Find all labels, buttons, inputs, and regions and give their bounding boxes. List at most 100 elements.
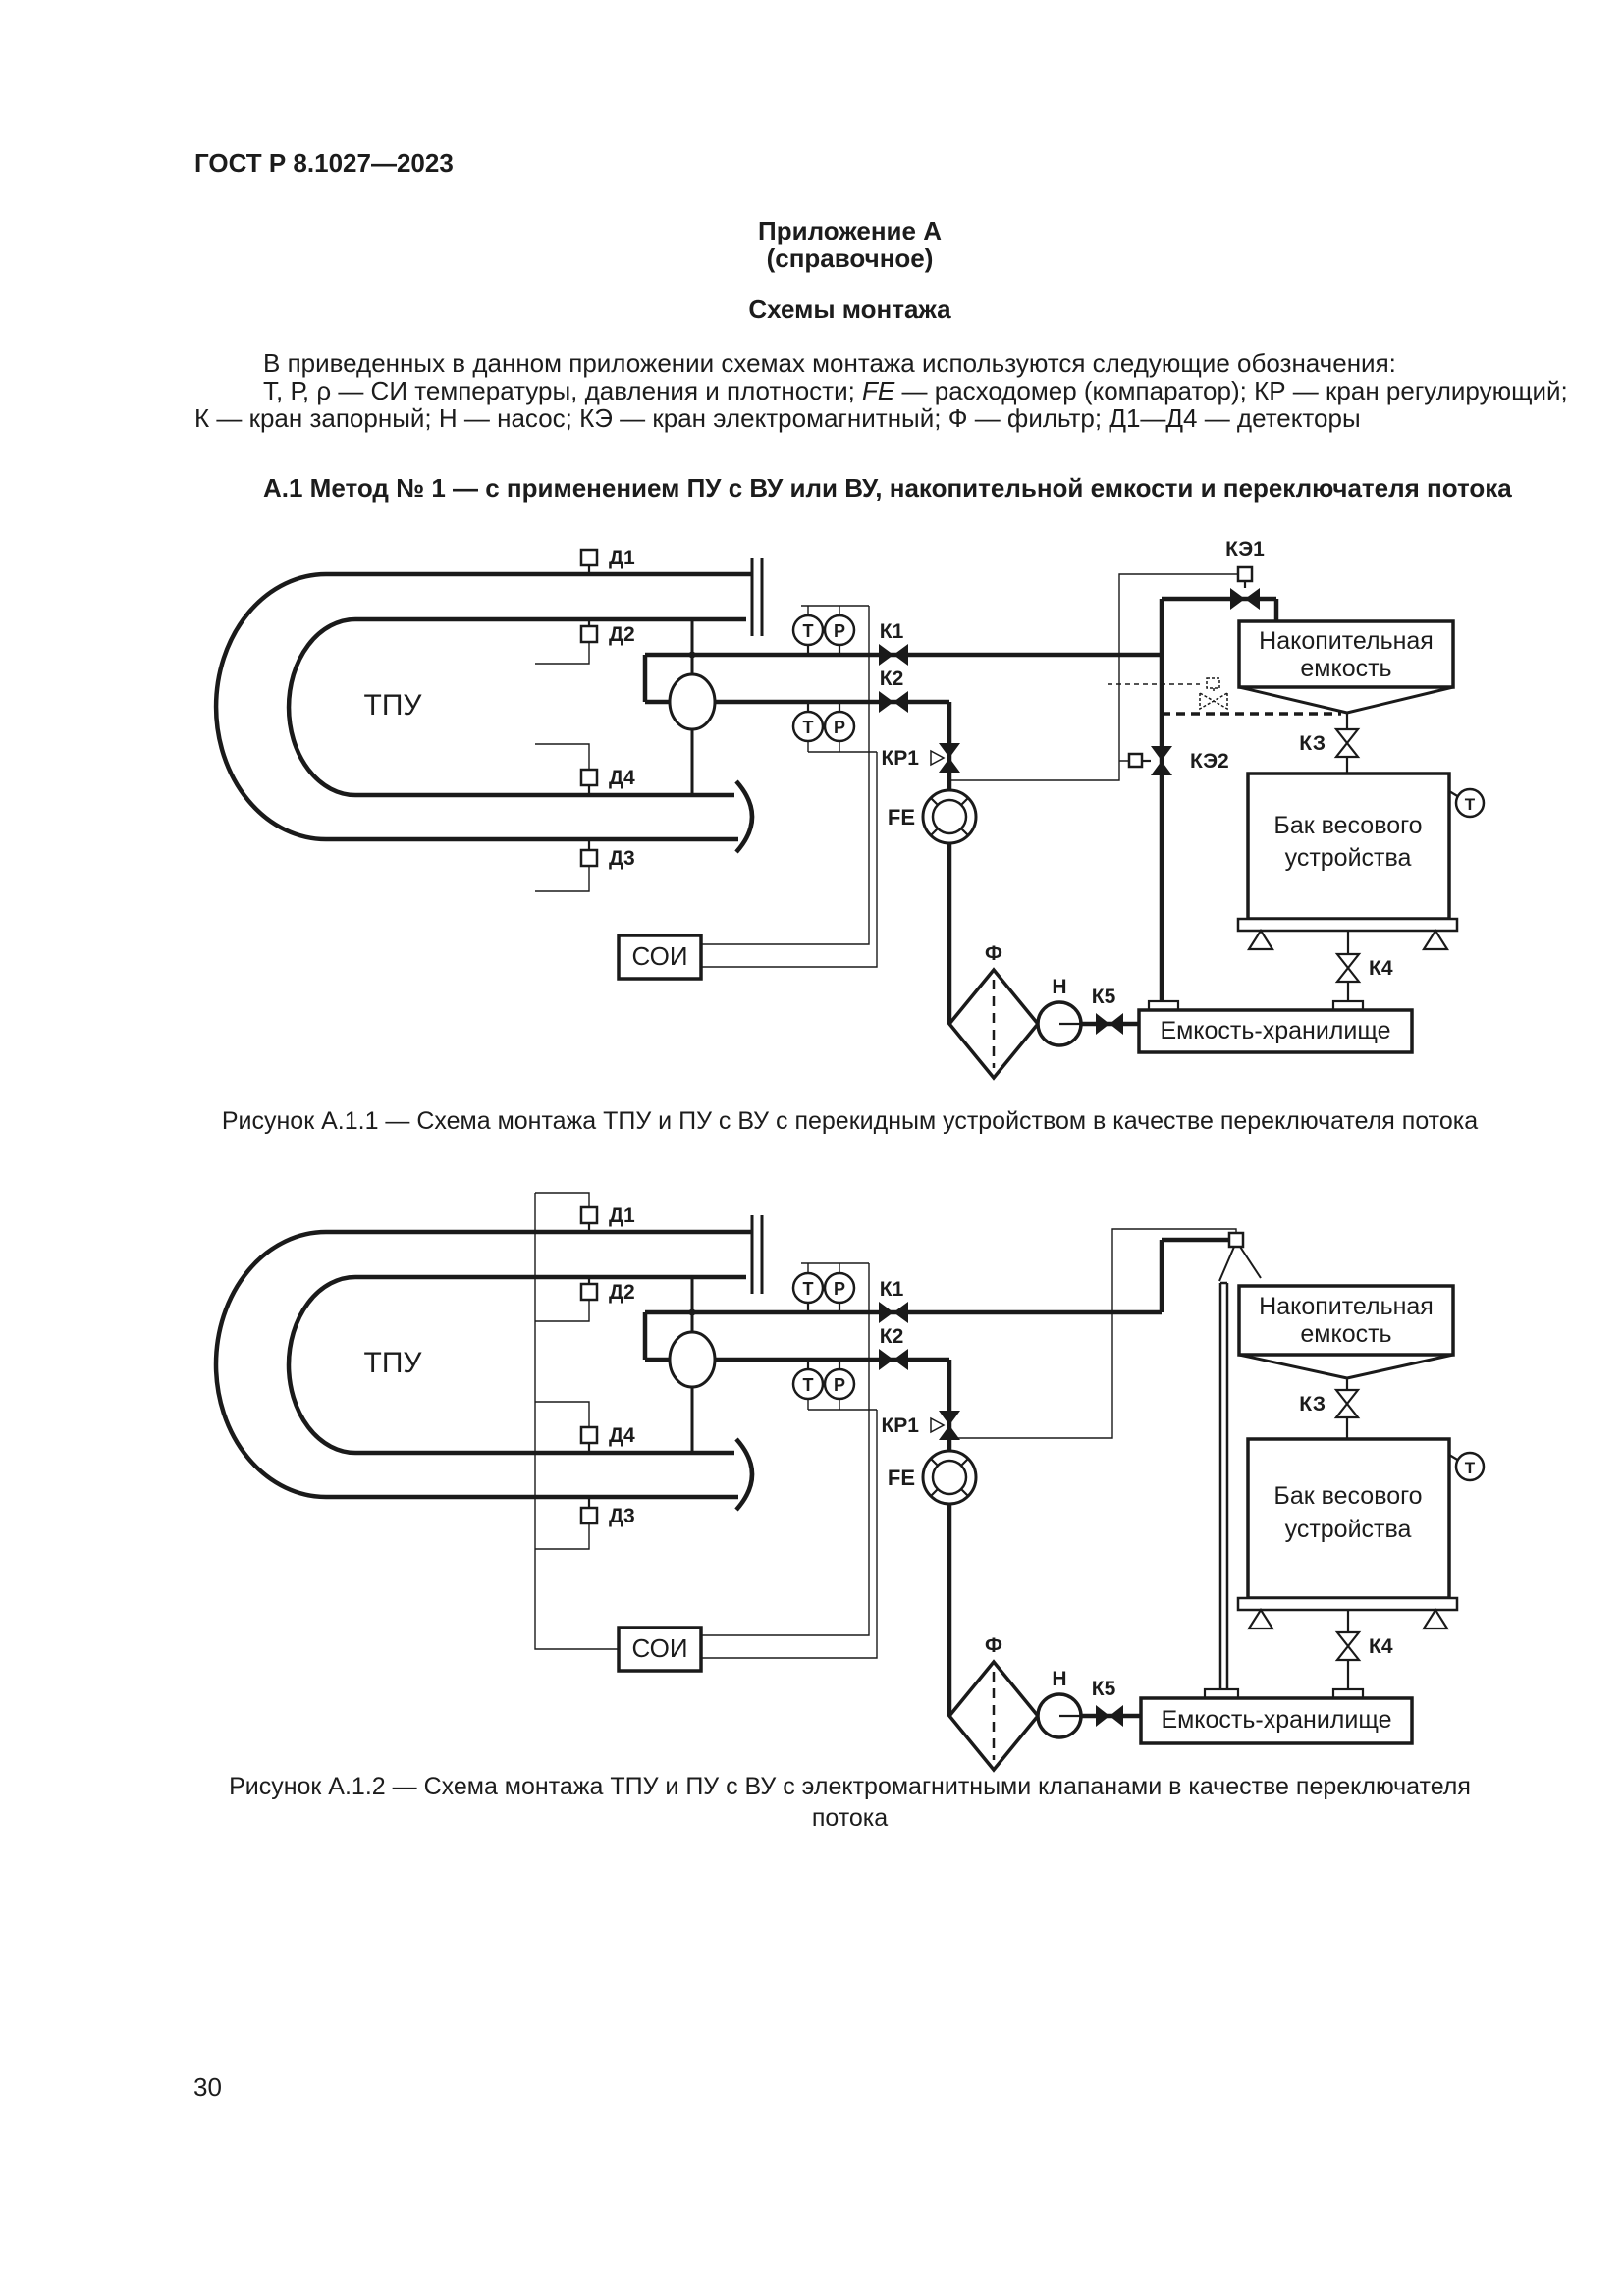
fig1-scale-platform	[1236, 917, 1459, 933]
fig1-temp-sensor-2-icon	[791, 710, 825, 743]
fig1-valve-k4	[1334, 952, 1362, 984]
fig2-tank-temp-sensor-icon	[1454, 1451, 1486, 1482]
fig1-flow-switch-ball	[668, 672, 717, 731]
fig1-accum-label-2: емкость	[1300, 655, 1391, 682]
fig2-storage-tank: Емкость-хранилище	[1139, 1687, 1414, 1745]
fig1-ke1-label: КЭ1	[1225, 538, 1265, 561]
fig1-kz-label: КЗ	[1299, 732, 1326, 755]
fig2-drop-tube	[1218, 1281, 1229, 1689]
fig2-riser-to-flipper	[1159, 1237, 1229, 1312]
fig2-p2-letter: Р	[834, 1375, 845, 1395]
fig2-weighing-box	[1246, 1437, 1451, 1600]
fig2-valves: К1 К2 КР1 КЗ К4 К5	[879, 1278, 1393, 1727]
fig2-filter: Ф	[947, 1634, 1041, 1773]
fig1-valve-ke2	[1151, 746, 1172, 775]
fig2-pump: Н	[1036, 1668, 1083, 1739]
fig1-p2-letter: Р	[834, 718, 845, 737]
fig1-ke1-actuator	[1236, 565, 1254, 583]
fig1-funnel	[1238, 685, 1454, 715]
fig1-k2-label: К2	[880, 667, 904, 690]
fig1-filter: Ф	[947, 942, 1041, 1081]
method-heading: А.1 Метод № 1 — с применением ПУ с ВУ ил…	[263, 473, 1512, 503]
fig1-soi-box	[617, 934, 703, 981]
fig1-pump-label: Н	[1052, 976, 1066, 998]
fig2-control-line	[949, 1228, 1237, 1439]
figure-a12-diagram: ТПУ Д1	[213, 1192, 1486, 1773]
fig2-weigh-label-1: Бак весового	[1273, 1482, 1422, 1510]
fig2-accumulator-tank: Накопительная емкость	[1237, 1284, 1455, 1439]
fig1-d1-label: Д1	[609, 547, 635, 569]
fig1-scale-supports	[1247, 928, 1449, 951]
fig1-flowmeter: FE	[888, 788, 978, 845]
fig2-soi-box	[617, 1626, 703, 1673]
fig2-pressure-sensor-2-icon	[823, 1367, 856, 1401]
fig2-flipper-arms	[1218, 1246, 1262, 1282]
fig2-tpu-label: ТПУ	[364, 1347, 423, 1379]
fig1-instrument-stems	[806, 645, 841, 712]
legend-fe: FE	[862, 376, 895, 405]
fig1-tank-temp-sensor-icon	[1454, 787, 1486, 819]
fig2-tpu-loop: ТПУ	[213, 1215, 764, 1512]
fig2-filter-label: Ф	[985, 1634, 1002, 1657]
fig1-weigh-label-1: Бак весового	[1273, 812, 1422, 839]
intro-legend-line2: К — кран запорный; Н — насос; КЭ — кран …	[194, 403, 1361, 433]
fig2-scale-platform	[1236, 1596, 1459, 1612]
fig2-k5-label: К5	[1092, 1678, 1116, 1700]
page-number: 30	[193, 2072, 222, 2102]
fig1-soi-label: СОИ	[631, 941, 687, 971]
fig1-accumulator-tank: Накопительная емкость	[1237, 619, 1455, 774]
fig1-storage-tank: Емкость-хранилище	[1137, 999, 1414, 1054]
fig2-flow-switch-ball	[668, 1330, 717, 1389]
fig2-detector-d2	[579, 1282, 599, 1302]
fig2-detectors: Д1 Д2 Д4 Д3	[579, 1204, 635, 1527]
fig1-valve-kr1	[939, 743, 960, 773]
fig2-detector-d4	[579, 1425, 599, 1445]
fig1-valve-k5	[1096, 1013, 1123, 1035]
fig1-ke2-actuator	[1127, 752, 1144, 769]
fig1-detector-wires	[535, 642, 590, 892]
fig2-flipper-pivot	[1227, 1231, 1245, 1249]
fig2-detector-d1	[579, 1205, 599, 1225]
fig1-detector-d4	[579, 768, 599, 787]
fig1-pressure-sensor-1-icon	[823, 614, 856, 647]
fig2-soi-lines	[701, 1263, 878, 1659]
fig1-outer-pipe	[213, 571, 752, 842]
fig1-junction-dot	[688, 651, 696, 659]
fig1-pump: Н	[1036, 976, 1083, 1047]
fig2-kr1-label: КР1	[881, 1415, 919, 1437]
fig2-valve-k4	[1334, 1630, 1362, 1662]
fig1-soi: СОИ	[617, 934, 703, 981]
fig2-valve-k2	[879, 1349, 908, 1370]
figure2-caption-line1: Рисунок А.1.2 — Схема монтажа ТПУ и ПУ с…	[229, 1773, 1471, 1800]
fig1-accum-label-1: Накопительная	[1259, 627, 1434, 655]
fig1-d2-label: Д2	[609, 623, 635, 646]
fig2-tank-t-letter: Т	[1465, 1459, 1476, 1477]
fig2-t2-letter: Т	[803, 1375, 814, 1395]
fig1-p1-letter: Р	[834, 621, 845, 641]
fig2-pump-label: Н	[1052, 1668, 1066, 1690]
fig2-valve-k5	[1096, 1705, 1123, 1727]
fig2-accum-label-1: Накопительная	[1259, 1293, 1434, 1320]
fig1-ke2-label: КЭ2	[1190, 750, 1229, 773]
legend-post: — расходомер (компаратор); КР — кран рег…	[894, 376, 1568, 405]
fig1-k1-label: К1	[880, 620, 904, 643]
fig2-detector-bus	[534, 1193, 619, 1650]
fig2-soi: СОИ	[617, 1626, 703, 1673]
appendix-kind: (справочное)	[766, 243, 934, 273]
figure1-caption: Рисунок А.1.1 — Схема монтажа ТПУ и ПУ с…	[221, 1107, 1479, 1135]
fig2-weighing-tank: Бак весового устройства Т	[1236, 1437, 1486, 1689]
fig2-d4-label: Д4	[609, 1424, 635, 1447]
fig2-detector-d3	[579, 1506, 599, 1525]
fig2-k4-label: К4	[1369, 1635, 1393, 1658]
fig1-k4-label: К4	[1369, 957, 1393, 980]
fig1-fe-branch	[947, 702, 1139, 1027]
fig2-storage-label: Емкость-хранилище	[1161, 1706, 1391, 1734]
fig2-flowmeter: FE	[888, 1449, 978, 1506]
fig2-valve-kz	[1333, 1388, 1361, 1419]
fig1-storage-label: Емкость-хранилище	[1160, 1017, 1390, 1044]
fig1-detector-d1	[579, 548, 599, 567]
fig1-weighing-box	[1246, 772, 1451, 921]
fig2-temp-sensor-2-icon	[791, 1367, 825, 1401]
fig2-pressure-sensor-1-icon	[823, 1271, 856, 1305]
